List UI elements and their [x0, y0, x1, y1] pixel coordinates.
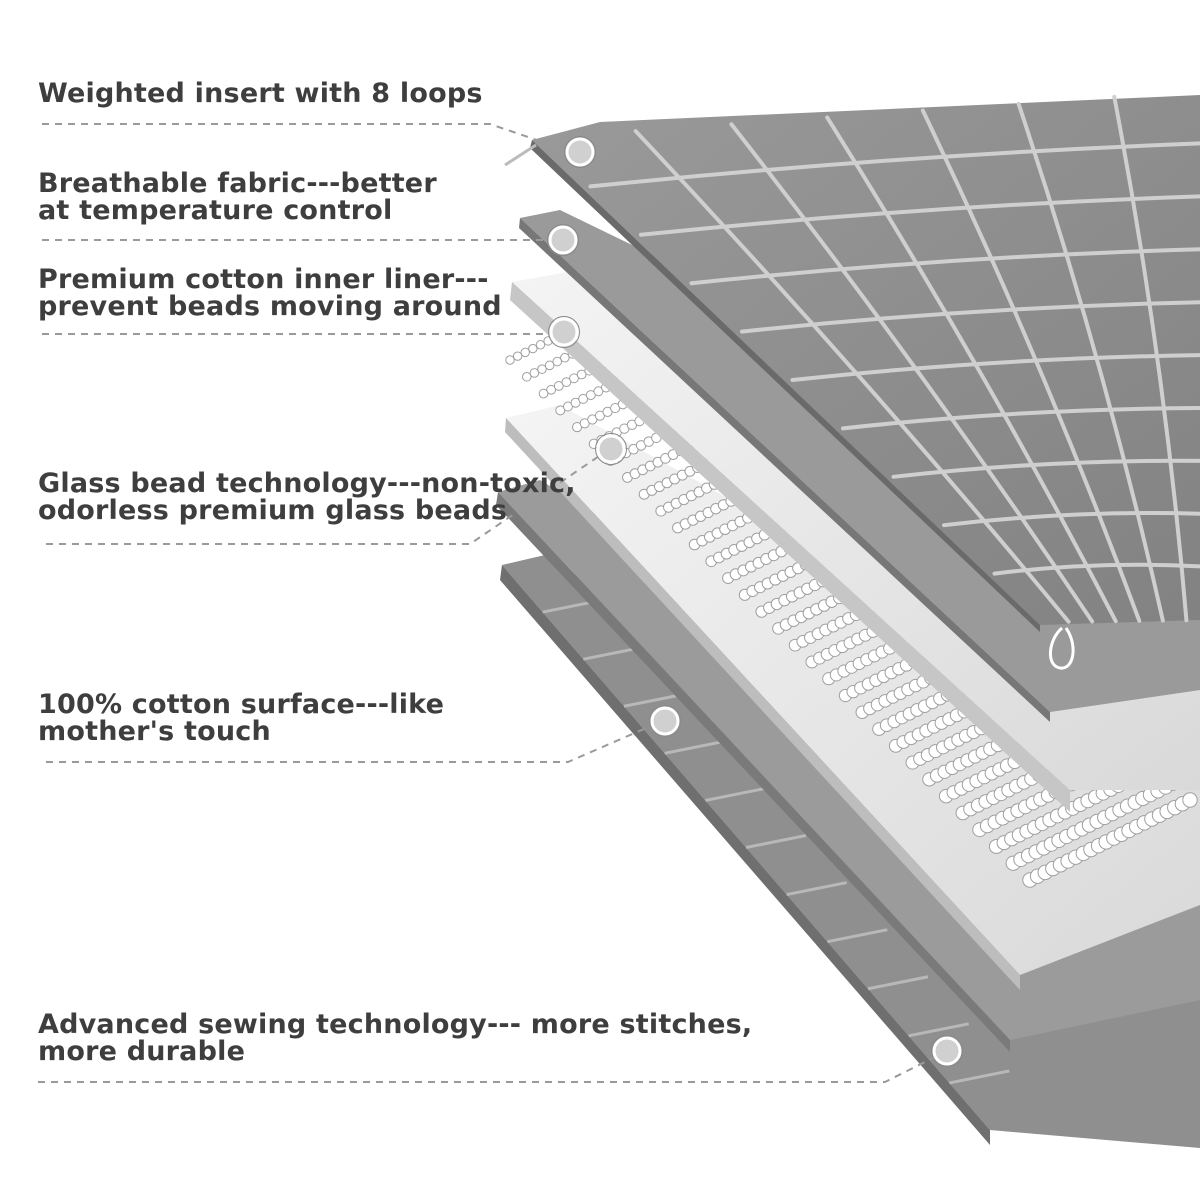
glass-bead — [1182, 792, 1198, 808]
callout-sewing: Advanced sewing technology--- more stitc… — [38, 1011, 752, 1065]
quilt-seam — [633, 129, 1071, 624]
glass-bead — [569, 373, 579, 384]
callout-marker-ring — [564, 136, 596, 168]
glass-bead — [576, 369, 587, 380]
callout-line: prevent beads moving around — [38, 291, 502, 322]
callout-line: mother's touch — [38, 716, 271, 747]
quilt-seam — [992, 562, 1200, 576]
callout-line: Glass bead technology---non-toxic, — [38, 468, 576, 499]
callout-marker-ring — [649, 705, 681, 737]
callout-marker-icon — [596, 434, 626, 464]
leader-line — [46, 721, 661, 763]
quilt-seam — [825, 115, 1118, 624]
weighted-insert-layer — [504, 94, 1200, 670]
quilt-seam — [740, 300, 1200, 334]
callout-marker-ring — [547, 224, 579, 256]
quilt-seam — [588, 141, 1200, 189]
callout-line: at temperature control — [38, 195, 393, 226]
quilt-seam — [729, 122, 1095, 624]
callout-line: Breathable fabric---better — [38, 168, 437, 199]
glass-bead — [538, 388, 549, 399]
callout-line: 100% cotton surface---like — [38, 689, 445, 720]
glass-bead — [552, 356, 563, 367]
glass-bead — [528, 343, 538, 354]
callout-marker-ring — [548, 316, 580, 348]
surface-seam — [908, 1022, 969, 1038]
glass-bead — [544, 360, 555, 371]
quilt-seam — [891, 458, 1200, 479]
glass-bead — [546, 384, 557, 395]
glass-bead — [537, 364, 547, 374]
leader-line — [42, 123, 561, 149]
callout-marker-icon — [565, 137, 595, 167]
callout-marker-icon — [932, 1036, 962, 1066]
quilt-seam — [942, 511, 1200, 528]
quilt-seam — [841, 406, 1200, 431]
leader-line — [38, 1051, 946, 1083]
callout-line: Premium cotton inner liner--- — [38, 264, 489, 295]
callout-glass-beads: Glass bead technology---non-toxic, odorl… — [38, 470, 576, 524]
loop-icon — [504, 143, 537, 167]
callout-line: Weighted insert with 8 loops — [38, 78, 483, 109]
callout-breathable-fabric: Breathable fabric---better at temperatur… — [38, 170, 437, 224]
glass-bead — [535, 340, 546, 350]
glass-bead — [520, 347, 530, 358]
loop-icon — [1049, 626, 1075, 670]
quilt-seam — [689, 247, 1200, 286]
surface-seam — [664, 739, 725, 755]
callout-line: odorless premium glass beads — [38, 495, 508, 526]
quilt-seam — [1016, 101, 1165, 623]
callout-marker-ring — [931, 1035, 963, 1067]
quilt-seam — [790, 353, 1200, 382]
surface-seam — [827, 928, 888, 944]
callout-line: more durable — [38, 1036, 246, 1067]
surface-seam — [623, 692, 685, 708]
callout-marker-icon — [650, 706, 680, 736]
callout-weighted-insert: Weighted insert with 8 loops — [38, 80, 483, 107]
quilt-seam — [920, 108, 1142, 623]
surface-seam — [949, 1069, 1010, 1085]
surface-seam — [786, 881, 847, 897]
surface-seam — [705, 786, 766, 802]
quilt-seam — [1112, 94, 1189, 623]
quilt-seam — [639, 194, 1200, 237]
glass-bead — [521, 371, 532, 382]
glass-bead — [560, 352, 570, 363]
glass-bead — [553, 381, 564, 391]
callout-marker-ring — [595, 433, 627, 465]
glass-bead — [561, 377, 572, 388]
surface-seam — [867, 975, 929, 991]
callout-marker-icon — [549, 317, 579, 347]
callout-marker-icon — [548, 225, 578, 255]
callout-cotton-liner: Premium cotton inner liner--- prevent be… — [38, 266, 502, 320]
glass-bead — [505, 355, 515, 365]
glass-bead — [512, 351, 523, 361]
callout-cotton-surface: 100% cotton surface---like mother's touc… — [38, 691, 444, 745]
surface-seam — [745, 834, 807, 849]
callout-line: Advanced sewing technology--- more stitc… — [38, 1009, 753, 1040]
glass-bead — [529, 368, 540, 378]
